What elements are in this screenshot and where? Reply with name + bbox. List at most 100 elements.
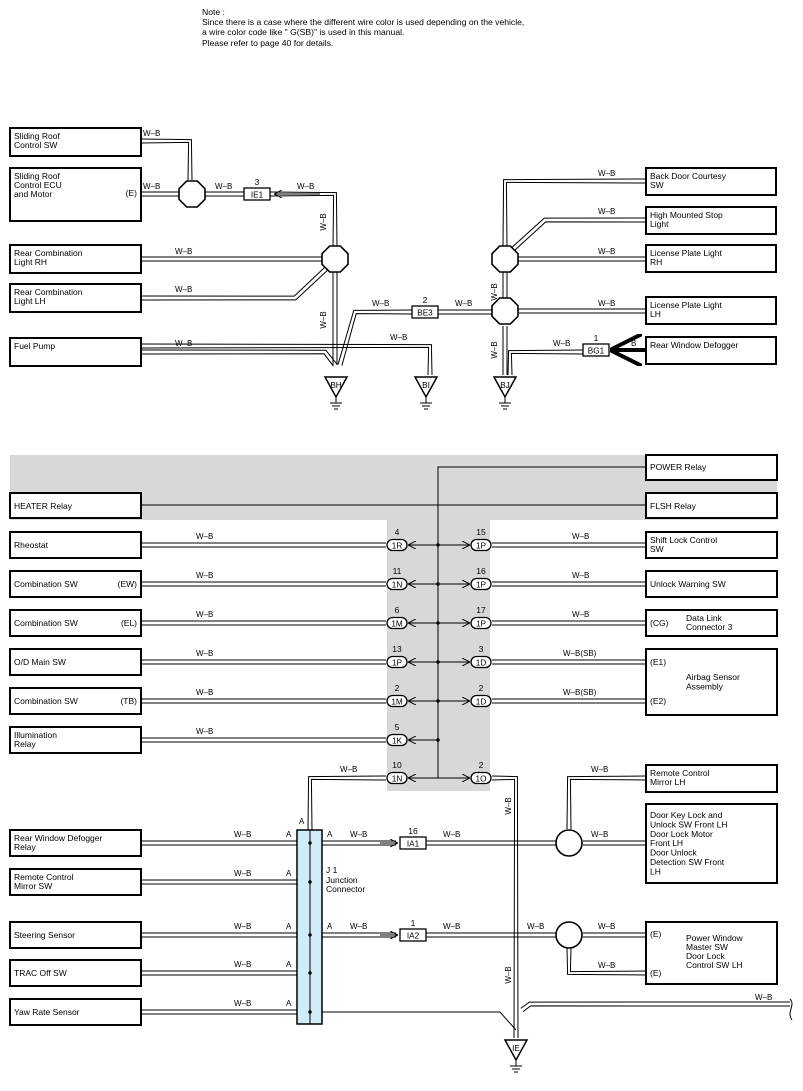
pin-label: (E1) [650,657,666,667]
component-box [645,206,777,235]
wire-color-label: W–B [234,960,251,969]
wire [566,775,647,830]
component-label: Relay [14,739,36,749]
component-label: Door Key Lock and [650,810,723,820]
component-box [645,167,777,196]
component-label: Door Lock Motor [650,829,713,839]
wire [510,352,584,376]
junction-pin-code: 1D [476,698,487,707]
junction-pin [386,538,408,552]
component-box [645,921,778,985]
component-label: High Mounted Stop [650,210,723,220]
junction-pin-code: 1O [476,775,487,784]
component-label: Light [650,219,669,229]
component-label: Mirror SW [14,881,52,891]
wire [310,778,387,831]
wire-color-label: W–B [755,993,772,1002]
ground-code: BI [422,381,430,390]
wire-color-label: W–B [175,247,192,256]
wire [491,778,516,1039]
junction-pin [470,655,492,669]
junction-dot [308,971,312,975]
component-box [9,609,142,637]
wire [341,313,413,366]
junction-pin-number: 2 [479,760,484,770]
junction-pin-code: 1M [391,698,403,707]
wire-color-label: W–B [527,922,544,931]
wire-color-label: W–B [572,571,589,580]
wire-color-label: W–B [297,182,314,191]
component-label: Door Lock [686,951,725,961]
power-relay-box [645,454,778,481]
connector-code: IA1 [407,840,420,849]
wire-color-label: W–B [490,283,499,300]
component-label: Control SW LH [686,960,743,970]
component-box [9,959,142,987]
wire [140,138,193,181]
junction-label: Connector [326,884,365,894]
wire-color-label: W–B [196,532,213,541]
component-label: Sliding Roof [14,171,60,181]
component-label: LH [650,866,661,876]
wire-color-label: W–B [196,610,213,619]
wire [566,947,647,976]
wire-color-label: W–B(SB) [563,649,597,658]
component-box [9,726,142,754]
wire-color-label: W–B [443,922,460,931]
wire [140,269,329,301]
component-label: LH [650,309,661,319]
wire-color-label: W–B [196,649,213,658]
junction-pin-number: 10 [392,760,402,770]
connector-code: BG1 [588,347,605,356]
junction-pin-code: 1P [476,542,487,551]
wire-color-label: W–B [319,311,328,328]
component-label: Combination SW [14,696,78,706]
wire [491,775,519,1039]
component-box [9,283,142,313]
component-box [9,998,142,1026]
wire-color-label: W–B [196,688,213,697]
pin-label: A [286,869,292,878]
junction-pin [470,577,492,591]
component-label: Control ECU [14,180,62,190]
wire [569,947,647,973]
pin-label: (EW) [118,579,138,589]
wire [522,1005,791,1012]
wire-color-label: W–B [234,869,251,878]
relay-label: FLSH Relay [650,501,697,511]
wire [140,266,326,297]
component-label: Connector 3 [686,622,733,632]
connector-code: BE3 [417,309,433,318]
junction-pin [386,616,408,630]
wire-color-label: W–B [572,610,589,619]
wire-color-label: W–B [175,339,192,348]
junction-pin-code: 1P [392,659,403,668]
component-box [9,687,142,715]
wire [140,349,337,365]
junction-pin [386,655,408,669]
component-box [645,531,778,559]
pin-label: (E) [650,968,662,978]
component-box [9,337,142,367]
relay-label: HEATER Relay [14,501,73,511]
junction-dot [308,933,312,937]
component-label: Rear Combination [14,248,83,258]
wire-color-label: W–B [504,797,513,814]
component-box [645,570,778,598]
junction-pin-code: 1K [392,737,403,746]
wire [269,194,335,249]
wire [307,775,387,831]
wire-color-label: W–B [598,961,615,970]
component-box [9,570,142,598]
heater-relay-box [9,492,142,519]
junction-pin [386,694,408,708]
junction-pin-code: 1N [392,581,403,590]
wire [510,217,647,249]
ground-symbol [323,376,349,399]
junction-pin [386,577,408,591]
note-line: Since there is a case where the differen… [202,17,525,28]
component-label: Rear Window Defogger [650,340,739,350]
wire-color-label: W–B [196,727,213,736]
component-label: Remote Control [14,872,74,882]
